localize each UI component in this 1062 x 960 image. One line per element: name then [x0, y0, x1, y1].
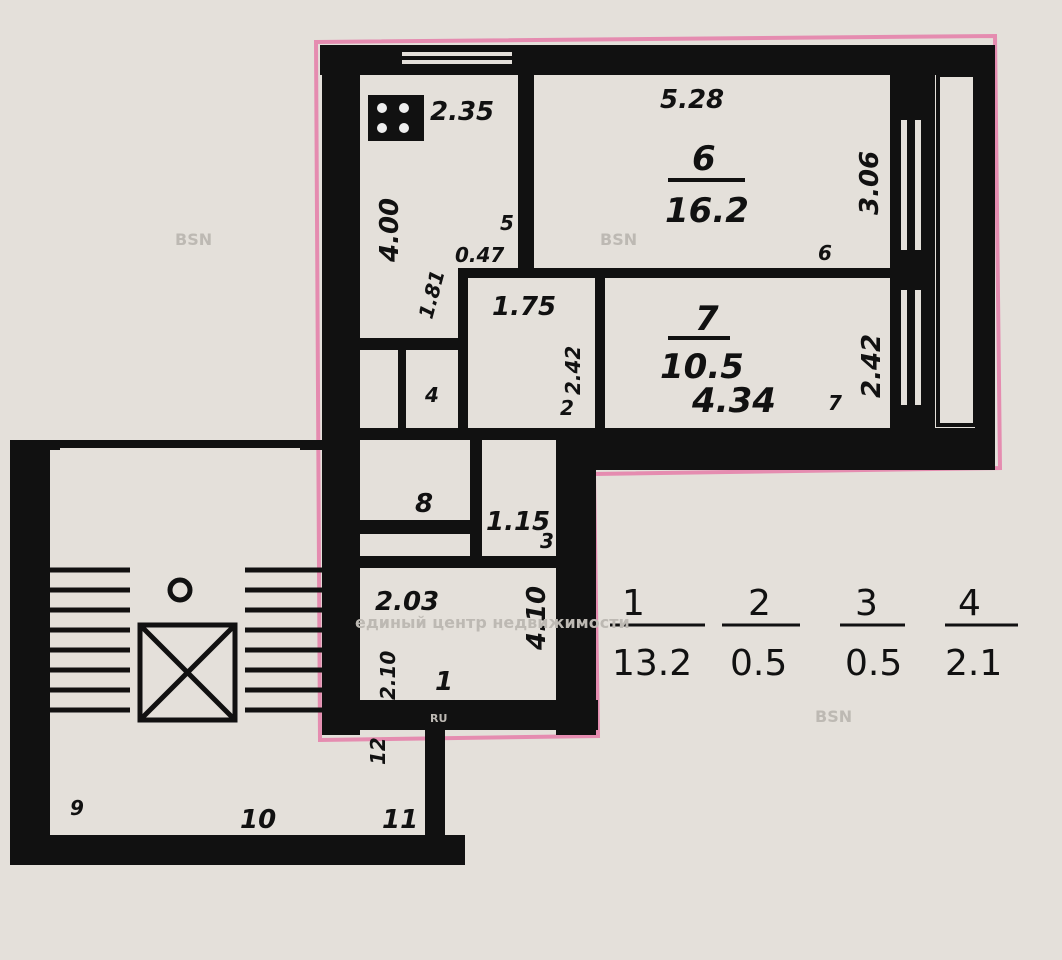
- room-6-width: 5.28: [660, 85, 724, 115]
- room-3-number: 3: [540, 529, 554, 553]
- room-6-area: 16.2: [665, 191, 749, 231]
- stair-mark-9: 9: [70, 796, 84, 820]
- room-5-number: 5: [500, 211, 514, 235]
- room-1-extra: 2.10: [376, 651, 400, 700]
- legend-room-1: 1: [622, 583, 645, 624]
- room-7-depth: 2.42: [857, 334, 887, 398]
- room-2-number: 2: [560, 396, 574, 420]
- watermark-site: RU: [430, 712, 447, 725]
- legend-room-4: 4: [958, 583, 981, 624]
- room-2-width: 1.75: [492, 292, 556, 322]
- watermark-logo: BSN: [175, 230, 212, 249]
- stair-mark-10: 10: [240, 805, 276, 835]
- room-5-depth: 4.00: [375, 198, 405, 263]
- watermark-logo: BSN: [600, 230, 637, 249]
- room-8-number: 8: [415, 489, 433, 519]
- room-5-extra: 0.47: [455, 243, 504, 267]
- room-4-dim: 1.81: [414, 267, 450, 321]
- room-4-number: 4: [424, 383, 439, 407]
- stairs: [50, 567, 322, 713]
- room-7-width: 4.34: [691, 381, 776, 421]
- legend-room-3: 3: [855, 583, 878, 624]
- legend-area-3: 0.5: [845, 643, 902, 684]
- room-6-number: 6: [692, 139, 716, 179]
- elevator-icon: [137, 577, 238, 723]
- room-2-depth: 2.42: [561, 346, 585, 395]
- room-8-width: 1.15: [486, 507, 550, 537]
- legend-room-2: 2: [748, 583, 771, 624]
- room-7-door: 7: [828, 391, 842, 415]
- legend-area-1: 13.2: [612, 643, 692, 684]
- area-legend: 1 13.2 2 0.5 3 0.5 4 2.1: [610, 583, 1018, 684]
- room-1-width: 2.03: [375, 587, 439, 617]
- watermark-tagline: единый центр недвижимости: [355, 613, 630, 632]
- walls: [10, 45, 995, 865]
- room-5-width: 2.35: [430, 97, 494, 127]
- legend-area-4: 2.1: [945, 643, 1002, 684]
- stair-mark-11: 11: [382, 805, 418, 835]
- room-6-depth: 3.06: [855, 151, 885, 215]
- stair-mark-12: 12: [366, 737, 390, 765]
- room-7-number: 7: [695, 299, 719, 339]
- room-6-door: 6: [818, 241, 832, 265]
- watermark-logo: BSN: [815, 707, 852, 726]
- windows: [60, 52, 921, 462]
- stove-icon: [368, 95, 424, 141]
- room-1-number: 1: [435, 667, 453, 697]
- legend-area-2: 0.5: [730, 643, 787, 684]
- room-7-area: 10.5: [660, 347, 744, 387]
- balcony: [936, 73, 977, 427]
- room-1-depth: 4.10: [522, 586, 552, 651]
